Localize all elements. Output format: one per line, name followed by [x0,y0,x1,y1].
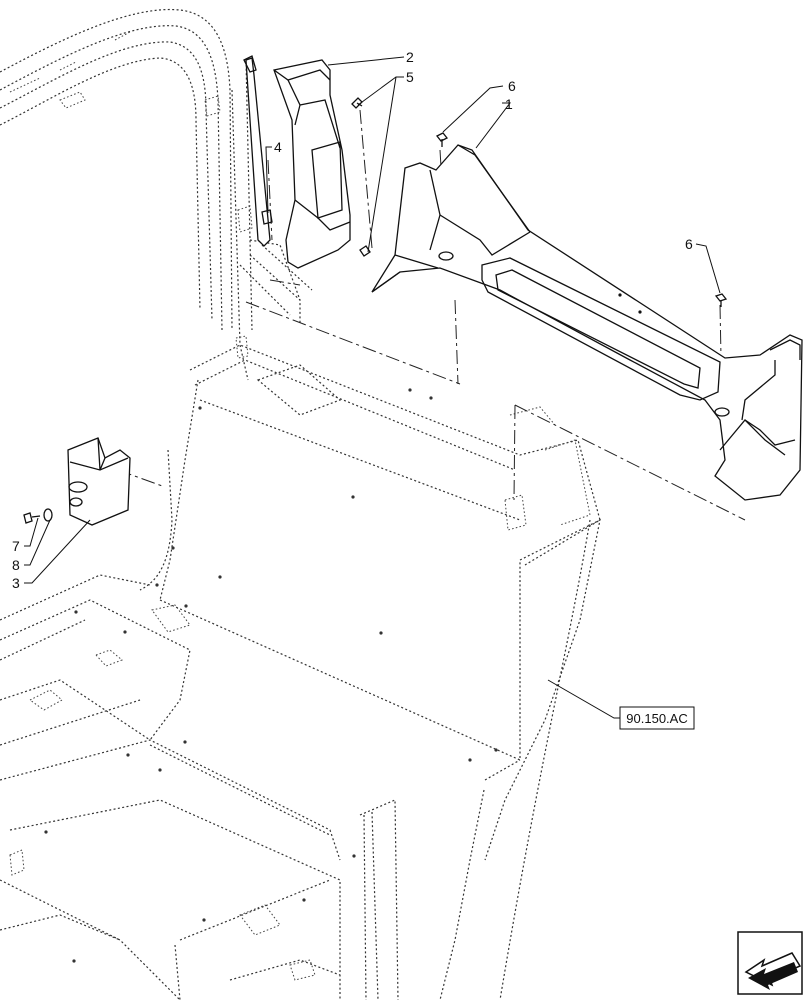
reference-label[interactable]: 90.150.AC [626,711,687,726]
callout-4: 4 [274,139,282,155]
leader-lines [24,56,721,719]
console-trim-part-1 [371,144,803,501]
arrow-left-icon[interactable] [737,931,803,995]
pillar-trim-part-2 [273,59,351,269]
callout-2: 2 [406,49,414,65]
bracket-part-4 [243,55,273,247]
fasteners [23,97,728,524]
callout-3: 3 [12,575,20,591]
callout-6-right: 6 [685,236,693,252]
washer-part-8 [43,508,53,522]
cab-frame [0,8,601,1000]
callout-5: 5 [406,69,414,85]
callout-7: 7 [12,538,20,554]
screw-part-6-left [435,132,449,147]
corner-guard-part-3 [67,437,131,526]
screw-part-6-right [714,293,728,307]
screw-part-7 [23,512,41,524]
callout-8: 8 [12,557,20,573]
reference-label-box[interactable]: 90.150.AC [619,706,695,730]
callout-1: 1 [505,96,513,112]
screw-part-5-lower [359,245,371,257]
callout-6-left: 6 [508,78,516,94]
